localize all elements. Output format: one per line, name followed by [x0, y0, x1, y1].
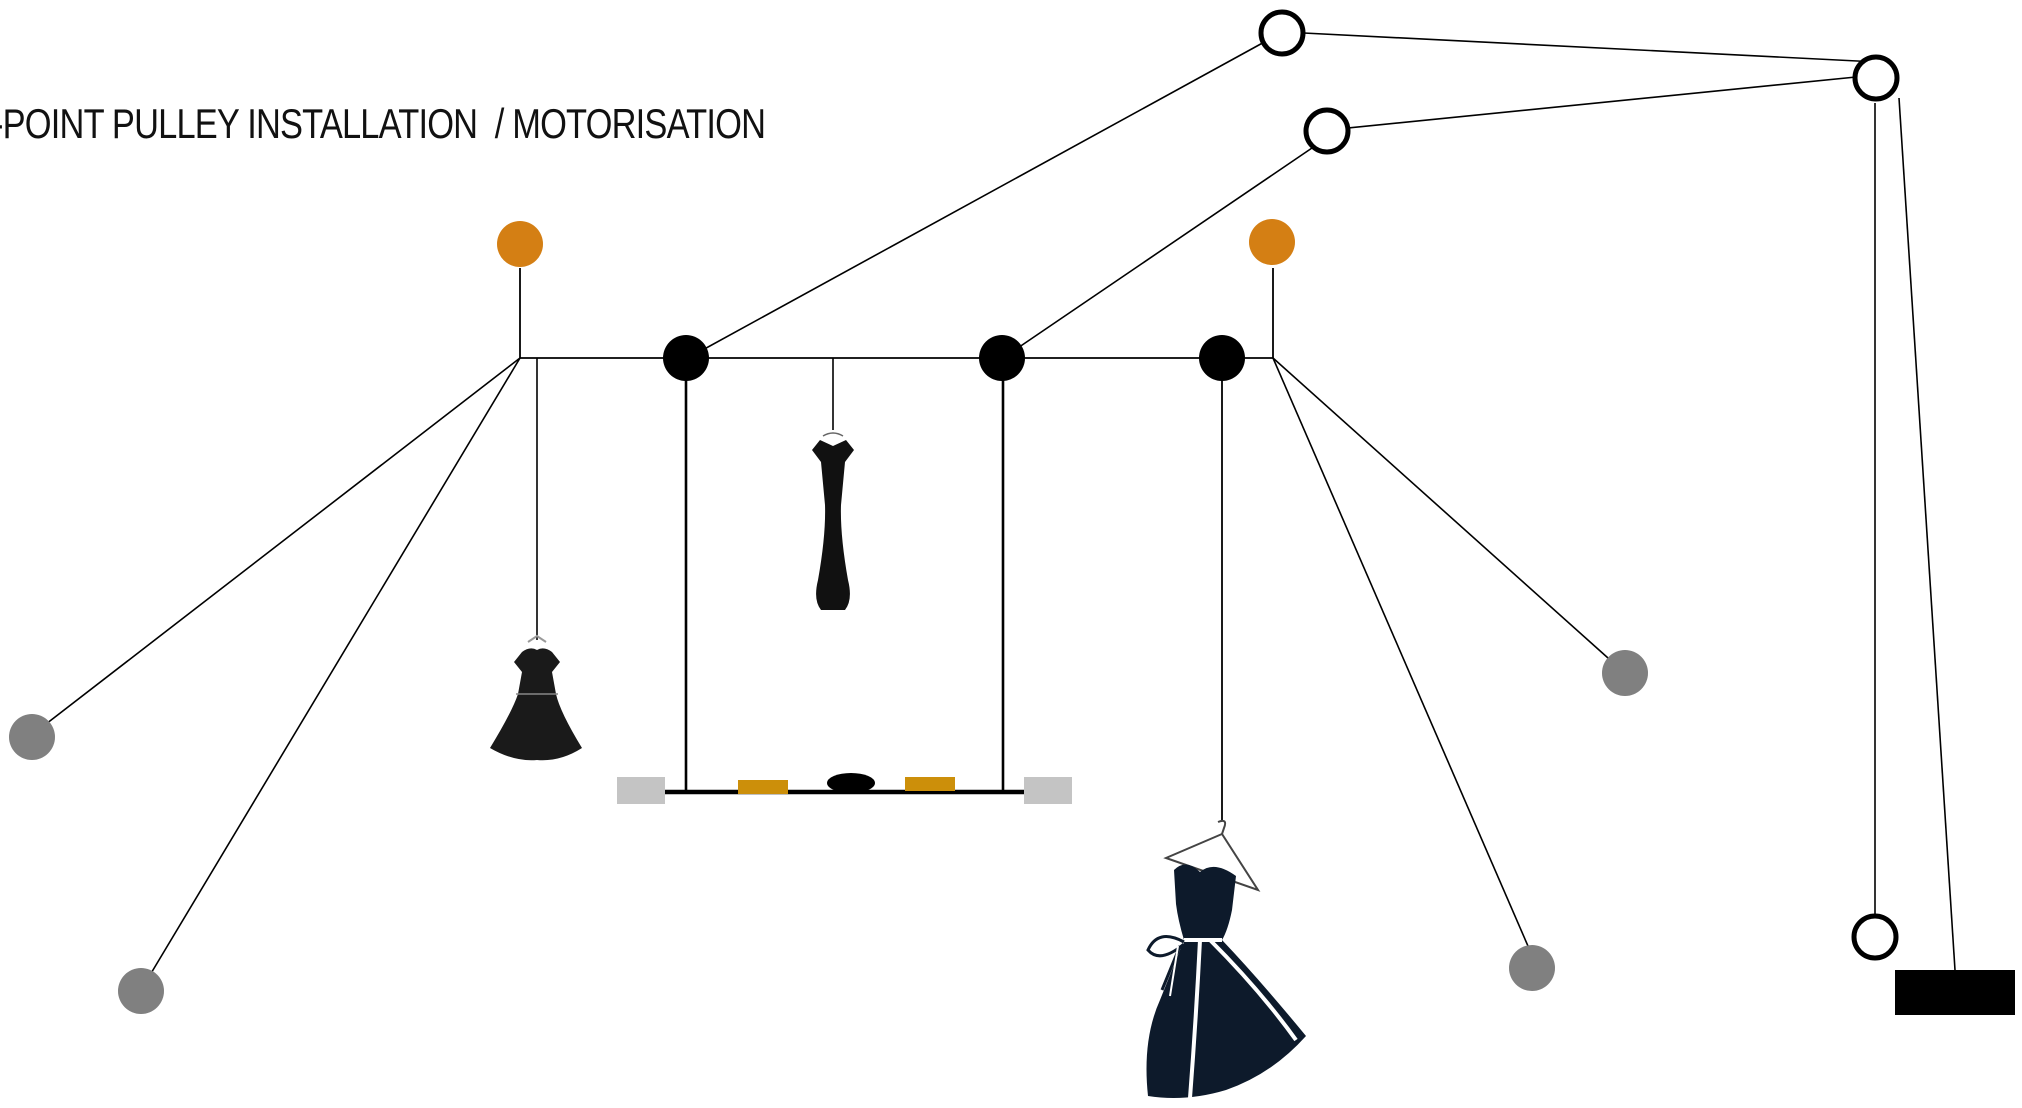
- left-anchor-point-icon: [497, 221, 543, 267]
- diagram-title: -POINT PULLEY INSTALLATION / MOTORISATIO…: [0, 100, 766, 147]
- bar-spotlight-icon: [827, 773, 875, 793]
- counterweight-right-1-icon: [1602, 650, 1648, 696]
- left-guy-line-2: [149, 357, 521, 976]
- right-anchor-point-icon: [1249, 219, 1295, 265]
- bar-left-end-cap: [617, 777, 665, 804]
- cocktail-dress-with-bow-icon: [1146, 819, 1306, 1099]
- top-left-pulley-icon: [1258, 9, 1306, 57]
- top-right-pulley-icon: [1852, 54, 1900, 102]
- evening-gown-icon: [812, 432, 854, 610]
- counterweight-left-1-icon: [9, 714, 55, 760]
- right-guy-line-1: [1272, 357, 1609, 659]
- cable-mid-pulley-to-top-right-pulley: [1327, 74, 1877, 131]
- bar-light-left-icon: [738, 780, 788, 794]
- bar-light-right-icon: [905, 777, 955, 791]
- cable-node1-to-top-left-pulley: [687, 39, 1269, 359]
- left-guy-line-1: [45, 357, 521, 725]
- right-guy-line-2: [1272, 357, 1532, 954]
- little-black-dress-icon: [490, 634, 582, 761]
- bar-right-end-cap: [1024, 777, 1072, 804]
- cable-top-left-to-top-right-pulley: [1283, 31, 1878, 63]
- motor-box-icon: [1895, 970, 2015, 1015]
- counterweight-right-2-icon: [1509, 945, 1555, 991]
- middle-pulley-icon: [1303, 107, 1351, 155]
- joint-node-3-icon: [1199, 335, 1245, 381]
- cable-node2-to-mid-pulley: [1002, 147, 1313, 359]
- cable-right-pulley-to-motor: [1898, 97, 1956, 971]
- joint-node-2-icon: [979, 335, 1025, 381]
- joint-node-1-icon: [663, 335, 709, 381]
- counterweight-left-2-icon: [118, 968, 164, 1014]
- bottom-right-pulley-icon: [1851, 913, 1899, 961]
